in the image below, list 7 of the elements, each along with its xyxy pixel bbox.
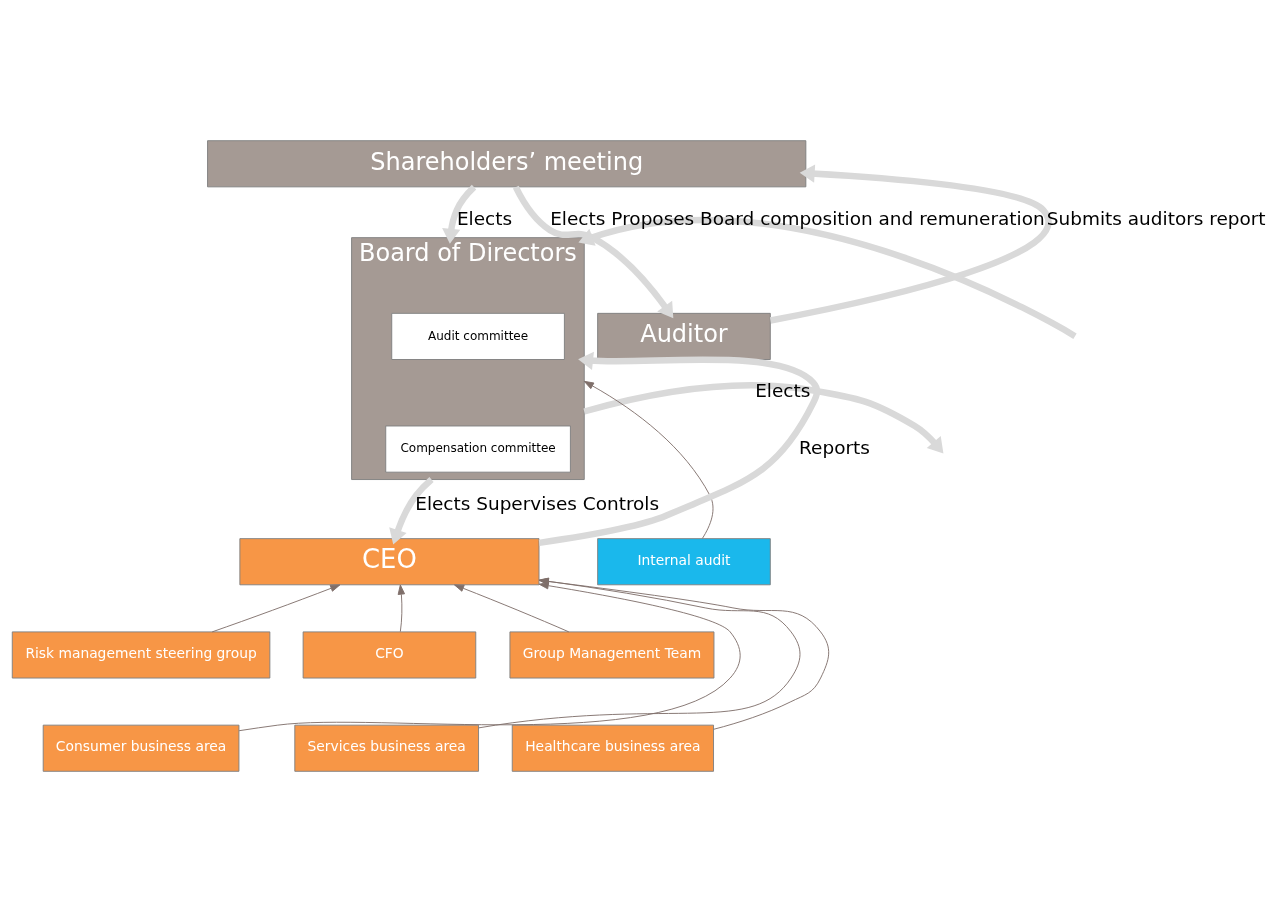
edge-label: Reports	[799, 436, 870, 458]
edge-label: Elects	[456, 207, 513, 229]
edge-label: Proposes Board composition and remuneration	[611, 207, 1045, 229]
edge-label: Elects Supervises Controls	[415, 493, 660, 515]
edge-label: Elects	[755, 380, 811, 402]
edge-label: Submits auditors report	[1046, 207, 1266, 229]
edge-label: Elects	[550, 207, 606, 229]
